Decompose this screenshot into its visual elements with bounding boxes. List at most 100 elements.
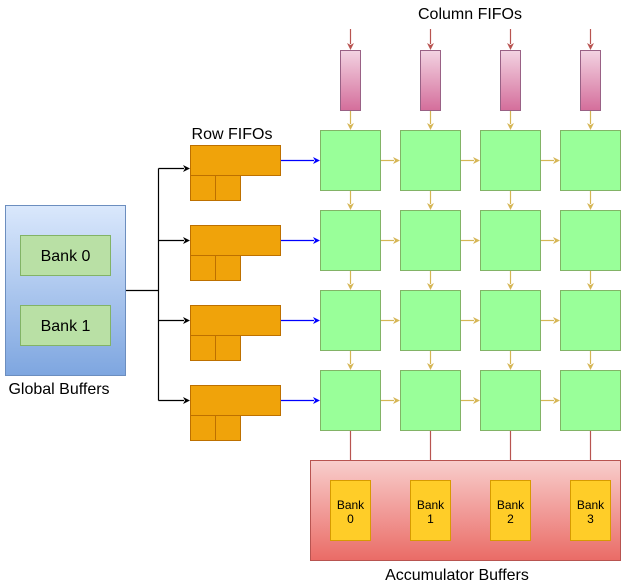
column-fifo-3-input-arrow-head (587, 43, 594, 50)
pe-v-arrow-2-3-head (587, 363, 594, 370)
row-fifo-0-cell-b (215, 175, 241, 201)
column-fifo-3-to-pe-arrow-head (587, 123, 594, 130)
pe-h-arrow-1-0-head (393, 237, 400, 244)
pe-2-0 (320, 290, 381, 351)
row-fifos (190, 145, 281, 441)
column-fifo-2-to-pe-arrow-head (507, 123, 514, 130)
pe-h-arrow-0-2-head (553, 157, 560, 164)
row-fifo-1-cell-a (190, 255, 216, 281)
pe-0-3 (560, 130, 621, 191)
accumulator-bank-1-label-line2: 1 (427, 512, 434, 526)
column-fifo-0 (340, 29, 361, 111)
row-fifo-1-to-pe-arrow-head (313, 237, 320, 244)
global-bank-1 (20, 305, 111, 346)
column-fifo-1-box (420, 50, 441, 111)
pe-h-arrow-2-2-head (553, 317, 560, 324)
pe-0-2 (480, 130, 541, 191)
column-fifo-3-box (580, 50, 601, 111)
row-fifo-1-cell-b (215, 255, 241, 281)
pe-h-arrow-1-1-head (473, 237, 480, 244)
accumulator-bank-0-label-line1: Bank (337, 498, 365, 512)
row-fifo-3-top (190, 385, 281, 416)
pe-grid (320, 130, 621, 431)
pe-1-1 (400, 210, 461, 271)
row-fifo-2-to-pe-arrow-head (313, 317, 320, 324)
pe-1-3 (560, 210, 621, 271)
column-fifo-2 (500, 29, 521, 111)
accumulator-buffers-label: Accumulator Buffers (385, 567, 529, 584)
pe-h-arrow-0-1-head (473, 157, 480, 164)
row-fifo-0-to-pe-arrow-head (313, 157, 320, 164)
pe-v-arrow-0-0-head (347, 203, 354, 210)
pe-3-0 (320, 370, 381, 431)
pe-3-2 (480, 370, 541, 431)
pe-v-arrow-1-2-head (507, 283, 514, 290)
pe-h-arrow-2-0-head (393, 317, 400, 324)
column-fifos (340, 29, 601, 111)
row-fifo-0 (190, 145, 281, 201)
accumulator-bank-2-label-line2: 2 (507, 512, 514, 526)
row-fifo-2 (190, 305, 281, 361)
accumulator-bank-2-box (490, 480, 531, 541)
pe-h-arrow-3-2-head (553, 397, 560, 404)
column-fifo-2-box (500, 50, 521, 111)
column-fifo-1-to-pe-arrow-head (427, 123, 434, 130)
pe-2-3 (560, 290, 621, 351)
global-to-row-fifo-arrowheads (183, 165, 190, 404)
column-fifo-1 (420, 29, 441, 111)
pe-v-arrow-0-3-head (587, 203, 594, 210)
row-fifo-2-cell-a (190, 335, 216, 361)
pe-1-0 (320, 210, 381, 271)
accumulator-bank-3-label-line1: Bank (577, 498, 605, 512)
accumulator-bank-2-label-line1: Bank (497, 498, 525, 512)
accumulator-bank-1-label-line1: Bank (417, 498, 445, 512)
pe-h-arrow-3-1-head (473, 397, 480, 404)
column-fifo-0-to-pe-arrow-head (347, 123, 354, 130)
column-fifo-0-box (340, 50, 361, 111)
column-fifo-1-input-arrow-head (427, 43, 434, 50)
pe-h-arrow-3-0-head (393, 397, 400, 404)
pe-h-arrow-1-2-head (553, 237, 560, 244)
row-fifo-0-top (190, 145, 281, 176)
global-buffers-label: Global Buffers (8, 381, 109, 398)
accumulator-bank-3-label-line2: 3 (587, 512, 594, 526)
global-buffers-box (5, 205, 126, 376)
global-buffers: Bank 0 Bank 1 (5, 205, 126, 376)
column-fifo-0-input-arrow-head (347, 43, 354, 50)
accumulator-bank-1-box (410, 480, 451, 541)
column-fifo-2-input-arrow-head (507, 43, 514, 50)
row-fifo-3-cell-b (215, 415, 241, 441)
row-fifo-0-cell-a (190, 175, 216, 201)
accumulator-bank-3-box (570, 480, 611, 541)
pe-v-arrow-0-2-head (507, 203, 514, 210)
pe-1-2 (480, 210, 541, 271)
pe-v-arrow-2-2-head (507, 363, 514, 370)
row-fifo-2-top (190, 305, 281, 336)
pe-v-arrow-2-1-head (427, 363, 434, 370)
pe-h-arrow-0-0-head (393, 157, 400, 164)
pe-0-0 (320, 130, 381, 191)
pe-0-1 (400, 130, 461, 191)
global-bank-0-label: Bank 0 (41, 248, 91, 265)
pe-v-arrow-0-1-head (427, 203, 434, 210)
row-fifo-2-cell-b (215, 335, 241, 361)
pe-3-3 (560, 370, 621, 431)
row-fifo-1-top (190, 225, 281, 256)
column-fifo-3 (580, 29, 601, 111)
accumulator-bank-0-label-line2: 0 (347, 512, 354, 526)
pe-2-1 (400, 290, 461, 351)
pe-2-2 (480, 290, 541, 351)
row-fifos-label: Row FIFOs (192, 126, 273, 143)
row-fifo-1 (190, 225, 281, 281)
column-fifos-label: Column FIFOs (418, 6, 522, 23)
pe-3-1 (400, 370, 461, 431)
pe-h-arrow-2-1-head (473, 317, 480, 324)
global-bank-0 (20, 235, 111, 276)
pe-v-arrow-2-0-head (347, 363, 354, 370)
row-fifo-3-cell-a (190, 415, 216, 441)
